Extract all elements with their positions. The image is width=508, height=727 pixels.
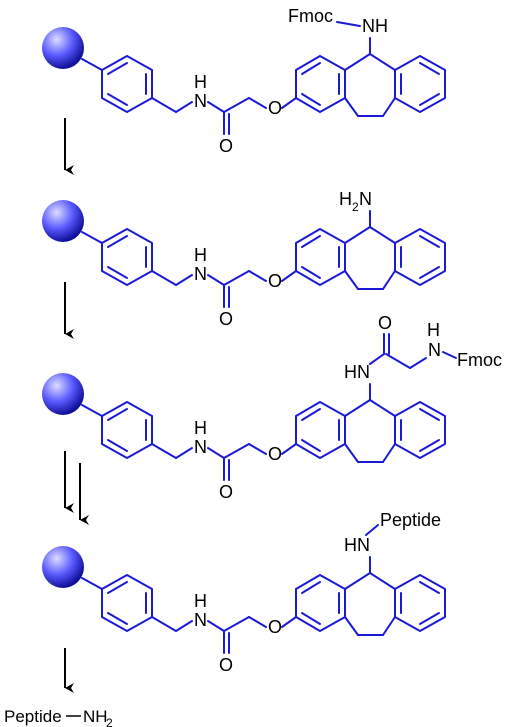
- amide-h-label: H: [194, 72, 207, 92]
- nh-label: NH: [362, 16, 388, 36]
- product-name: Peptide: [4, 707, 62, 726]
- fmoc-label: Fmoc: [457, 350, 502, 370]
- amine-h-label: H: [339, 189, 352, 209]
- ether-o-label: O: [268, 617, 282, 637]
- carbonyl-o-label: O: [219, 482, 233, 502]
- stage-2: H N O O H 2 N: [41, 189, 446, 329]
- fmoc-label: Fmoc: [288, 6, 333, 26]
- hn-label: HN: [344, 362, 370, 382]
- ether-o-label: O: [268, 444, 282, 464]
- amine-n-label: N: [359, 189, 372, 209]
- carbonyl-o-label: O: [219, 655, 233, 675]
- amide-n-label: N: [194, 610, 207, 630]
- hn-label: HN: [344, 535, 370, 555]
- amide-h-label: H: [194, 245, 207, 265]
- product-amine: NH: [83, 707, 108, 726]
- product: Peptide NH 2: [4, 707, 113, 727]
- ether-o-label: O: [268, 98, 282, 118]
- amide-n-label: N: [194, 91, 207, 111]
- product-amine-subscript: 2: [106, 716, 113, 727]
- carbonyl-o-label: O: [219, 136, 233, 156]
- amide-h-label: H: [194, 591, 207, 611]
- stage-4: H N O O HN Peptide: [41, 510, 446, 675]
- amide-n-label: N: [194, 437, 207, 457]
- glycine-n-label: N: [428, 340, 441, 360]
- peptide-label: Peptide: [380, 510, 441, 530]
- carbonyl-o-label: O: [219, 309, 233, 329]
- amide-n-label: N: [194, 264, 207, 284]
- ether-o-label: O: [268, 271, 282, 291]
- stage-3: H N O O HN O H N Fmoc: [41, 313, 502, 502]
- glycine-o-label: O: [378, 313, 392, 333]
- stage-1: H N O O NH Fmoc: [41, 6, 446, 156]
- glycine-h-label: H: [427, 320, 440, 340]
- amine-subscript: 2: [352, 200, 359, 214]
- amide-h-label: H: [194, 418, 207, 438]
